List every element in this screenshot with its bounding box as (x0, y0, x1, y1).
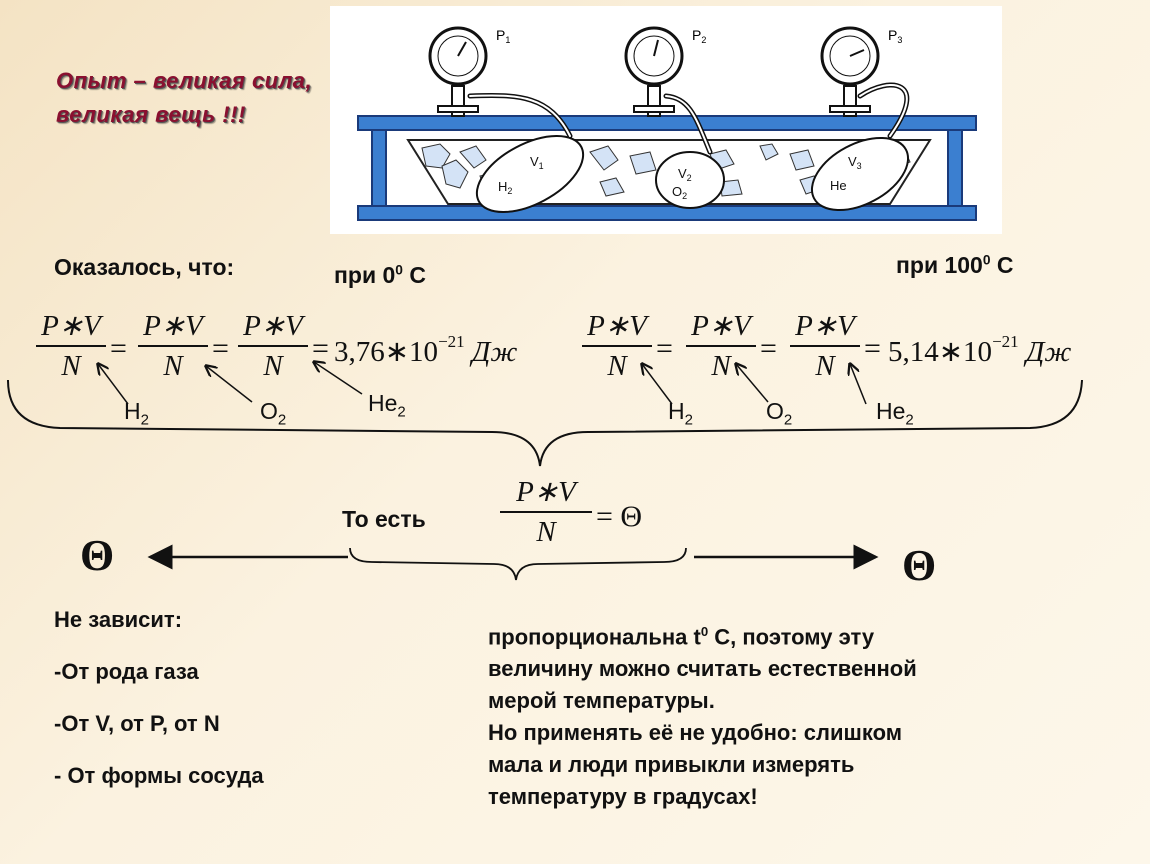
proportional-line-4: Но применять её не удобно: слишком (488, 720, 903, 746)
arrow-he-0c (314, 362, 363, 395)
equals-sign: = (760, 332, 777, 365)
proportional-line-1: пропорциональна t0 С, поэтому эту (488, 624, 875, 650)
label-o2-0c: O2 (260, 398, 287, 429)
independent-item: -От V, от P, от N (54, 711, 220, 736)
equals-sign: = (110, 332, 127, 365)
small-brace (349, 547, 687, 581)
label-h2-0c: H2 (124, 398, 149, 429)
proportional-text: пропорциональна t0 С, поэтому эту величи… (488, 616, 1108, 813)
he-vessel-label: He (830, 178, 847, 193)
proportional-line-3: мерой температуры. (488, 688, 715, 714)
theta-left: Θ (80, 531, 115, 580)
condition-0c: при 00 С (334, 262, 426, 288)
arrow-o2-100c (736, 364, 769, 403)
large-brace (7, 379, 1083, 467)
condition-100c: при 1000 С (896, 252, 1014, 278)
gauge-p3: P3 (820, 26, 902, 117)
equals-sign: = (312, 332, 329, 365)
theta-equation: = Θ (596, 500, 643, 533)
independent-item: -От рода газа (54, 659, 199, 684)
label-h2-100c: H2 (668, 398, 693, 429)
frame-top-bar (357, 115, 977, 131)
value-0c: 3,76∗10−21 Дж (334, 332, 518, 368)
equals-sign: = (212, 332, 229, 365)
vessel-he (810, 136, 910, 212)
value-100c: 5,14∗10−21 Дж (888, 332, 1072, 368)
arrow-he-100c (850, 364, 867, 405)
equals-sign: = (656, 332, 673, 365)
label-he-0c: He2 (368, 390, 406, 421)
vessel-h2 (475, 135, 585, 213)
label-o2-100c: O2 (766, 398, 793, 429)
proportional-line-5: мала и люди привыкли измерять (488, 752, 855, 778)
that-is-text: То есть (342, 506, 426, 532)
arrow-h2-100c (642, 364, 673, 405)
theta-right: Θ (902, 541, 937, 590)
arrow-h2-0c (98, 364, 129, 405)
intro-text: Оказалось, что: (54, 254, 235, 280)
proportional-line-2: величину можно считать естественной (488, 656, 917, 682)
experiment-illustration: V1 H2 V2 O2 V3 He P1 P2 P3 (330, 6, 1002, 234)
equals-sign: = (864, 332, 881, 365)
proportional-line-6: температуру в градусах! (488, 784, 758, 810)
independent-item: - От формы сосуда (54, 763, 264, 788)
gauge-p2: P2 (624, 26, 706, 117)
label-he-100c: He2 (876, 398, 914, 429)
arrow-o2-0c (206, 366, 253, 403)
gauge-p1: P1 (428, 26, 510, 117)
vessel-o2 (655, 151, 725, 209)
independent-title: Не зависит: (54, 607, 183, 632)
motto-text: Опыт – великая сила, великая вещь !!! (56, 68, 313, 127)
